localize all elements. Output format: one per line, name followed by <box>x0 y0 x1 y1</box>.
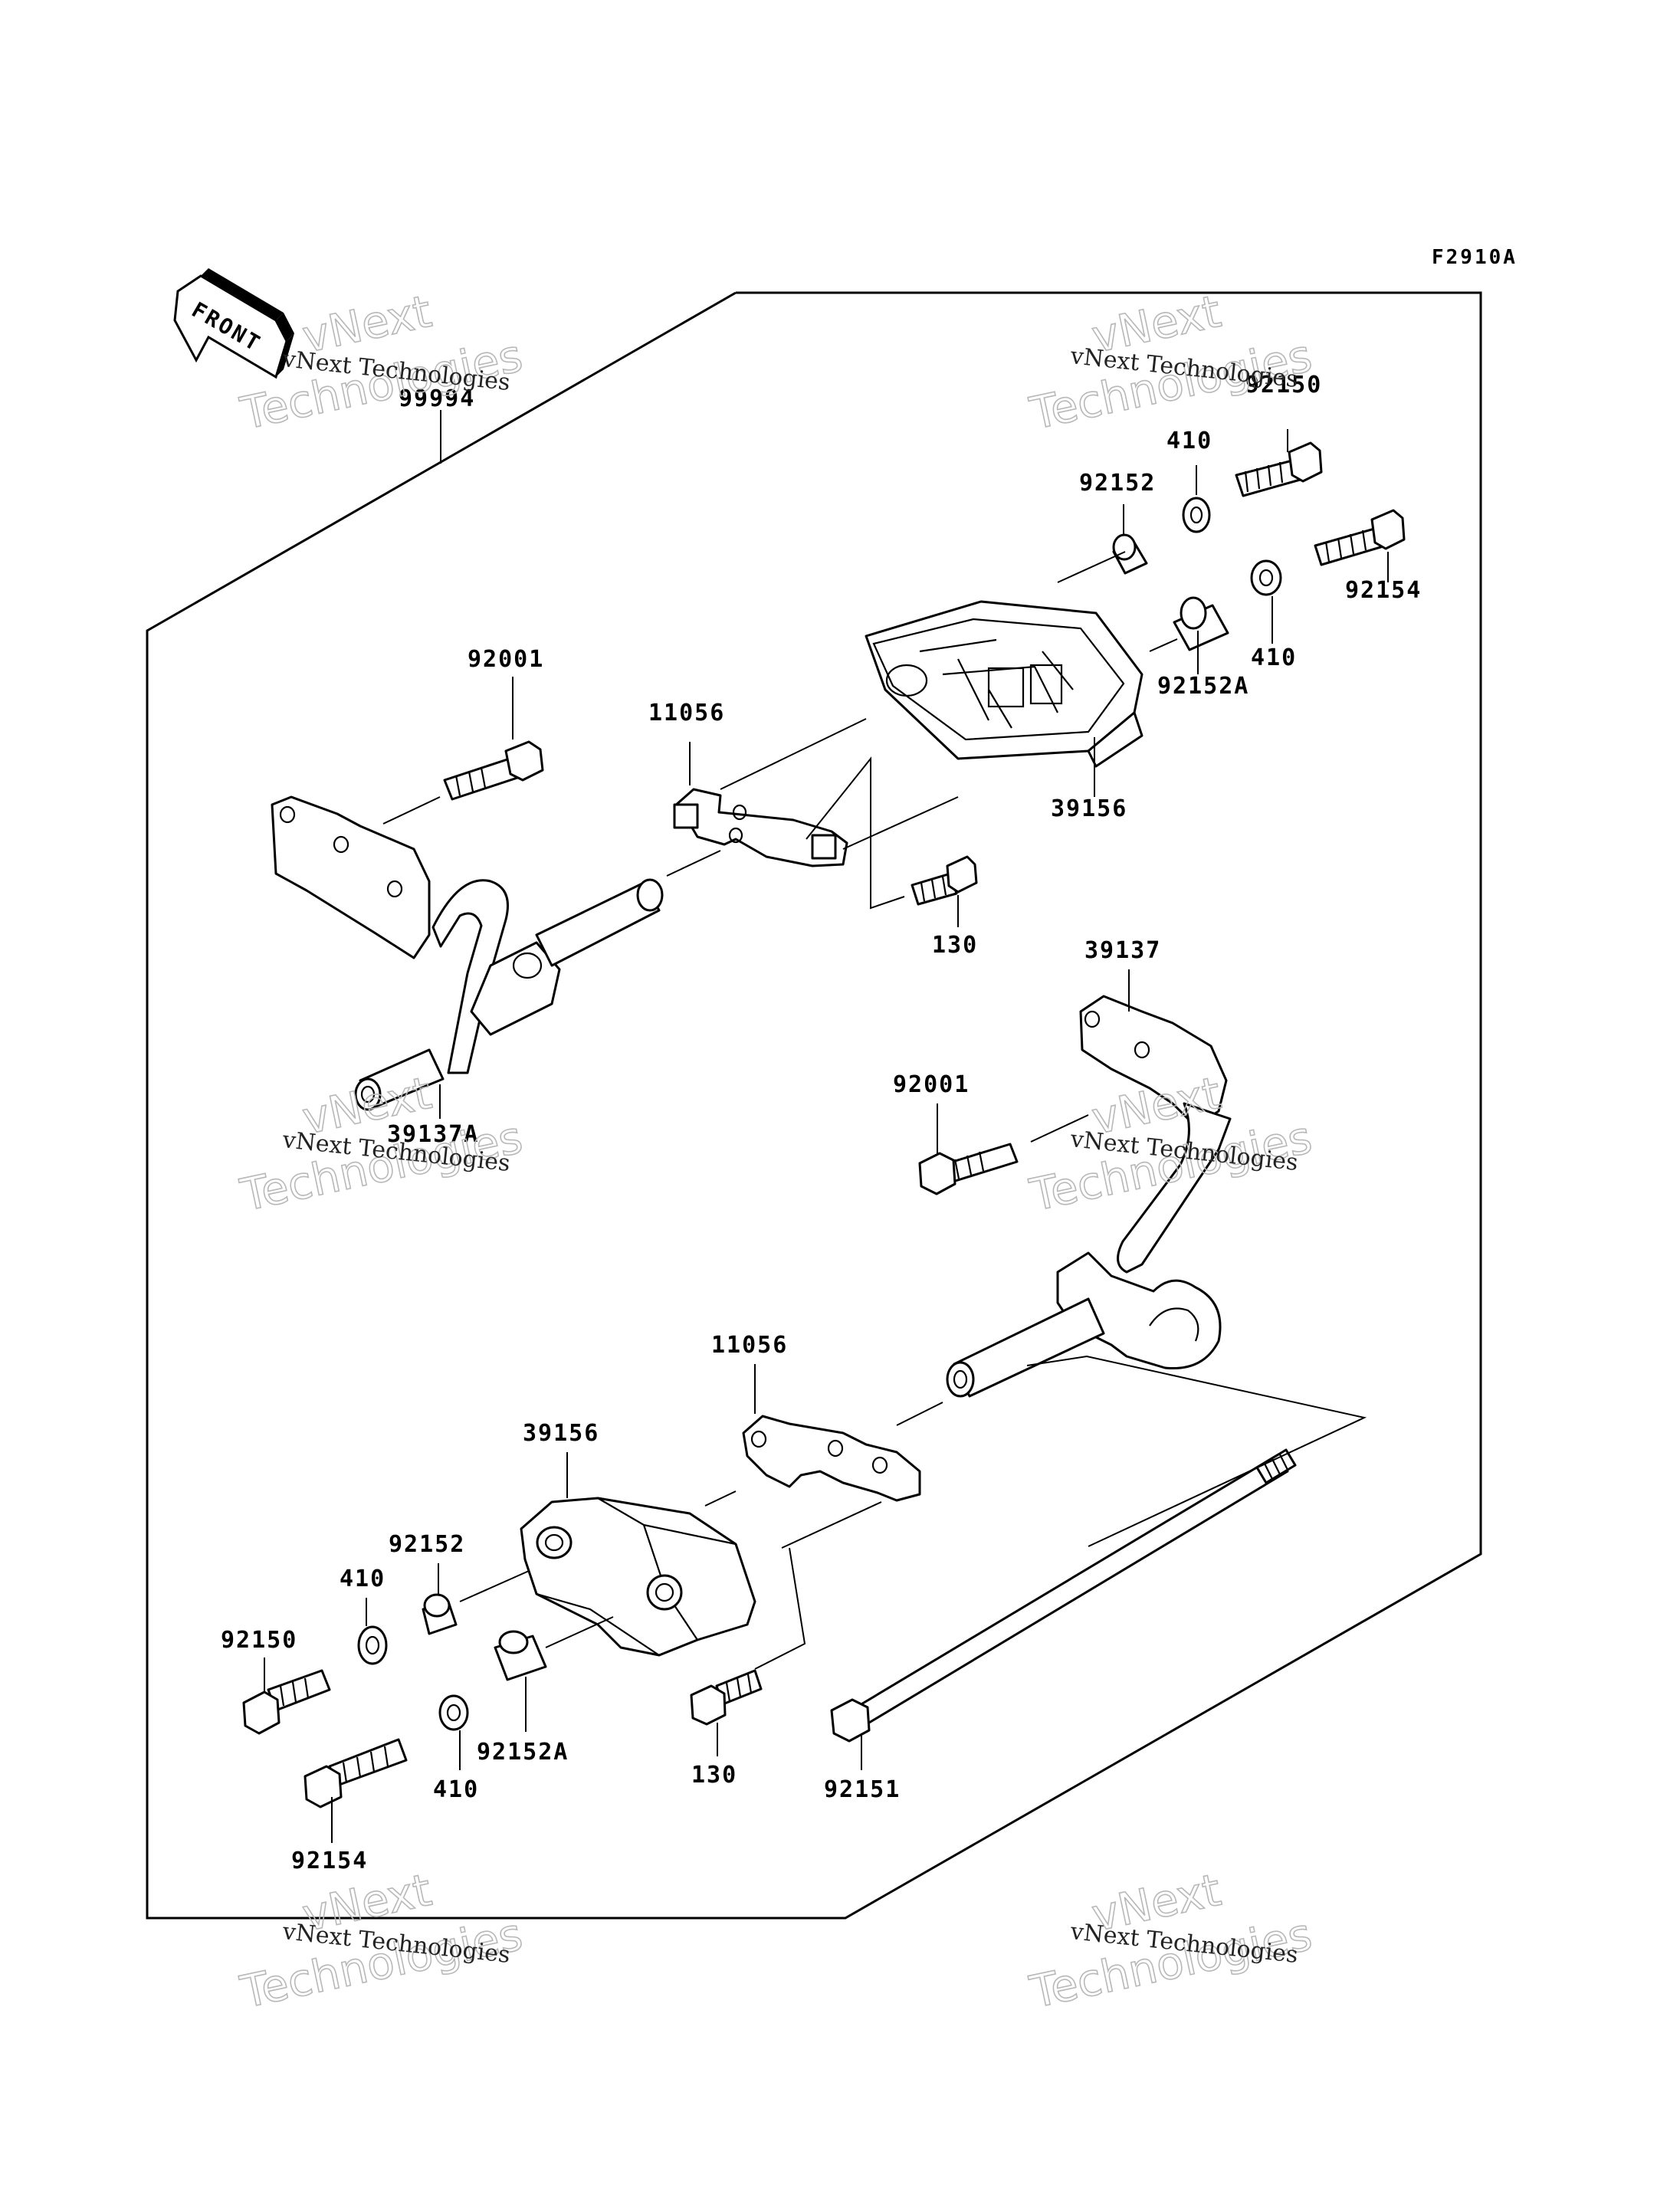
label-lower-small-bolt: 130 <box>691 1762 737 1789</box>
assembly-frame <box>146 291 1482 1920</box>
label-top-bracket: 11056 <box>648 700 725 726</box>
right-stay-39137 <box>946 995 1232 1398</box>
label-assembly: 99994 <box>399 385 475 412</box>
label-top-bolt-b: 92154 <box>1345 577 1422 604</box>
top-slider-39156 <box>865 600 1144 768</box>
through-bolt-92151 <box>830 1448 1297 1743</box>
left-stay-39137A <box>271 795 664 1111</box>
top-collar-b <box>1173 596 1229 651</box>
lower-bolt-92150 <box>242 1669 331 1735</box>
figure-code: F2910A <box>1432 246 1518 269</box>
label-top-slider: 39156 <box>1051 795 1127 822</box>
top-frame-bolt-92001 <box>443 740 544 801</box>
lower-washer-a <box>357 1625 388 1665</box>
label-lower-bracket: 11056 <box>711 1332 788 1359</box>
top-washer-b <box>1250 559 1282 596</box>
label-top-washer-b: 410 <box>1251 644 1297 671</box>
lower-collar-b <box>494 1630 547 1681</box>
lower-collar-a <box>422 1593 458 1635</box>
lower-frame-bolt-92001 <box>918 1143 1019 1195</box>
top-washer-a <box>1182 497 1211 533</box>
front-arrow-icon: FRONT <box>173 268 294 379</box>
watermark-top-right: vNext Technologies vNext Technologies <box>1025 284 1317 441</box>
label-top-small-bolt: 130 <box>932 932 978 959</box>
lower-slider-39156 <box>520 1497 756 1657</box>
label-top-frame-bolt: 92001 <box>468 646 544 673</box>
top-bolt-92154 <box>1314 509 1406 566</box>
lower-bolt-130 <box>690 1669 763 1726</box>
label-top-washer-a: 410 <box>1166 428 1212 454</box>
top-bolt-130 <box>911 855 978 906</box>
label-top-bolt-a: 92150 <box>1245 372 1322 398</box>
label-lower-collar-b: 92152A <box>477 1739 569 1766</box>
label-lower-washer-a: 410 <box>340 1566 386 1592</box>
top-bracket-11056 <box>673 788 848 867</box>
lower-bracket-11056 <box>742 1415 921 1502</box>
watermark-bottom-left: vNext Technologies vNext Technologies <box>235 1863 527 2019</box>
label-top-collar-b: 92152A <box>1157 673 1249 700</box>
label-lower-washer-b: 410 <box>433 1776 479 1803</box>
watermark-bottom-right: vNext Technologies vNext Technologies <box>1025 1863 1317 2019</box>
label-lower-bolt-a: 92150 <box>221 1627 297 1654</box>
label-right-stay: 39137 <box>1084 937 1161 964</box>
label-lower-slider: 39156 <box>523 1420 599 1447</box>
label-left-stay: 39137A <box>387 1121 479 1148</box>
top-bolt-92150 <box>1235 441 1323 497</box>
label-lower-collar-a: 92152 <box>389 1531 465 1558</box>
top-collar-a <box>1112 533 1148 575</box>
label-through-bolt: 92151 <box>824 1776 901 1803</box>
lower-washer-b <box>438 1694 469 1731</box>
label-lower-frame-bolt: 92001 <box>893 1071 970 1098</box>
watermark-middle-left: vNext Technologies vNext Technologies <box>235 1066 527 1222</box>
label-top-collar-a: 92152 <box>1079 470 1156 497</box>
lower-bolt-92154 <box>304 1738 408 1808</box>
label-lower-bolt-b: 92154 <box>291 1848 368 1874</box>
